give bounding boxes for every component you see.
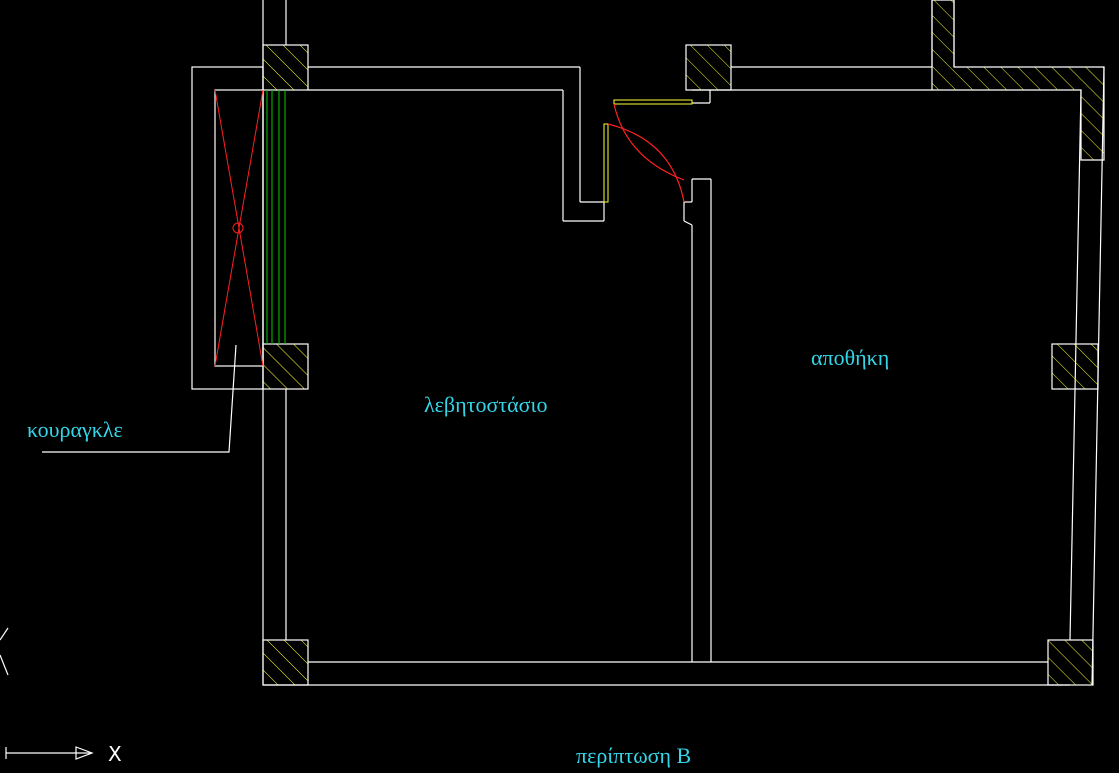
chimney-leader-line: [42, 344, 237, 453]
chimney-internals: [214, 89, 286, 367]
case-label: περίπτωση Β: [576, 743, 692, 768]
ucs-axis-indicator: [0, 627, 94, 760]
hatched-columns: [262, 0, 1105, 686]
storage-label: αποθήκη: [811, 345, 890, 370]
chimney-label: κουραγκλε: [27, 417, 123, 442]
door: [603, 99, 693, 203]
boiler-room-label: λεβητοστάσιο: [424, 392, 548, 417]
x-axis-label: X: [108, 742, 122, 766]
outer-walls: [262, 0, 1105, 686]
chimney-box: [191, 66, 264, 390]
